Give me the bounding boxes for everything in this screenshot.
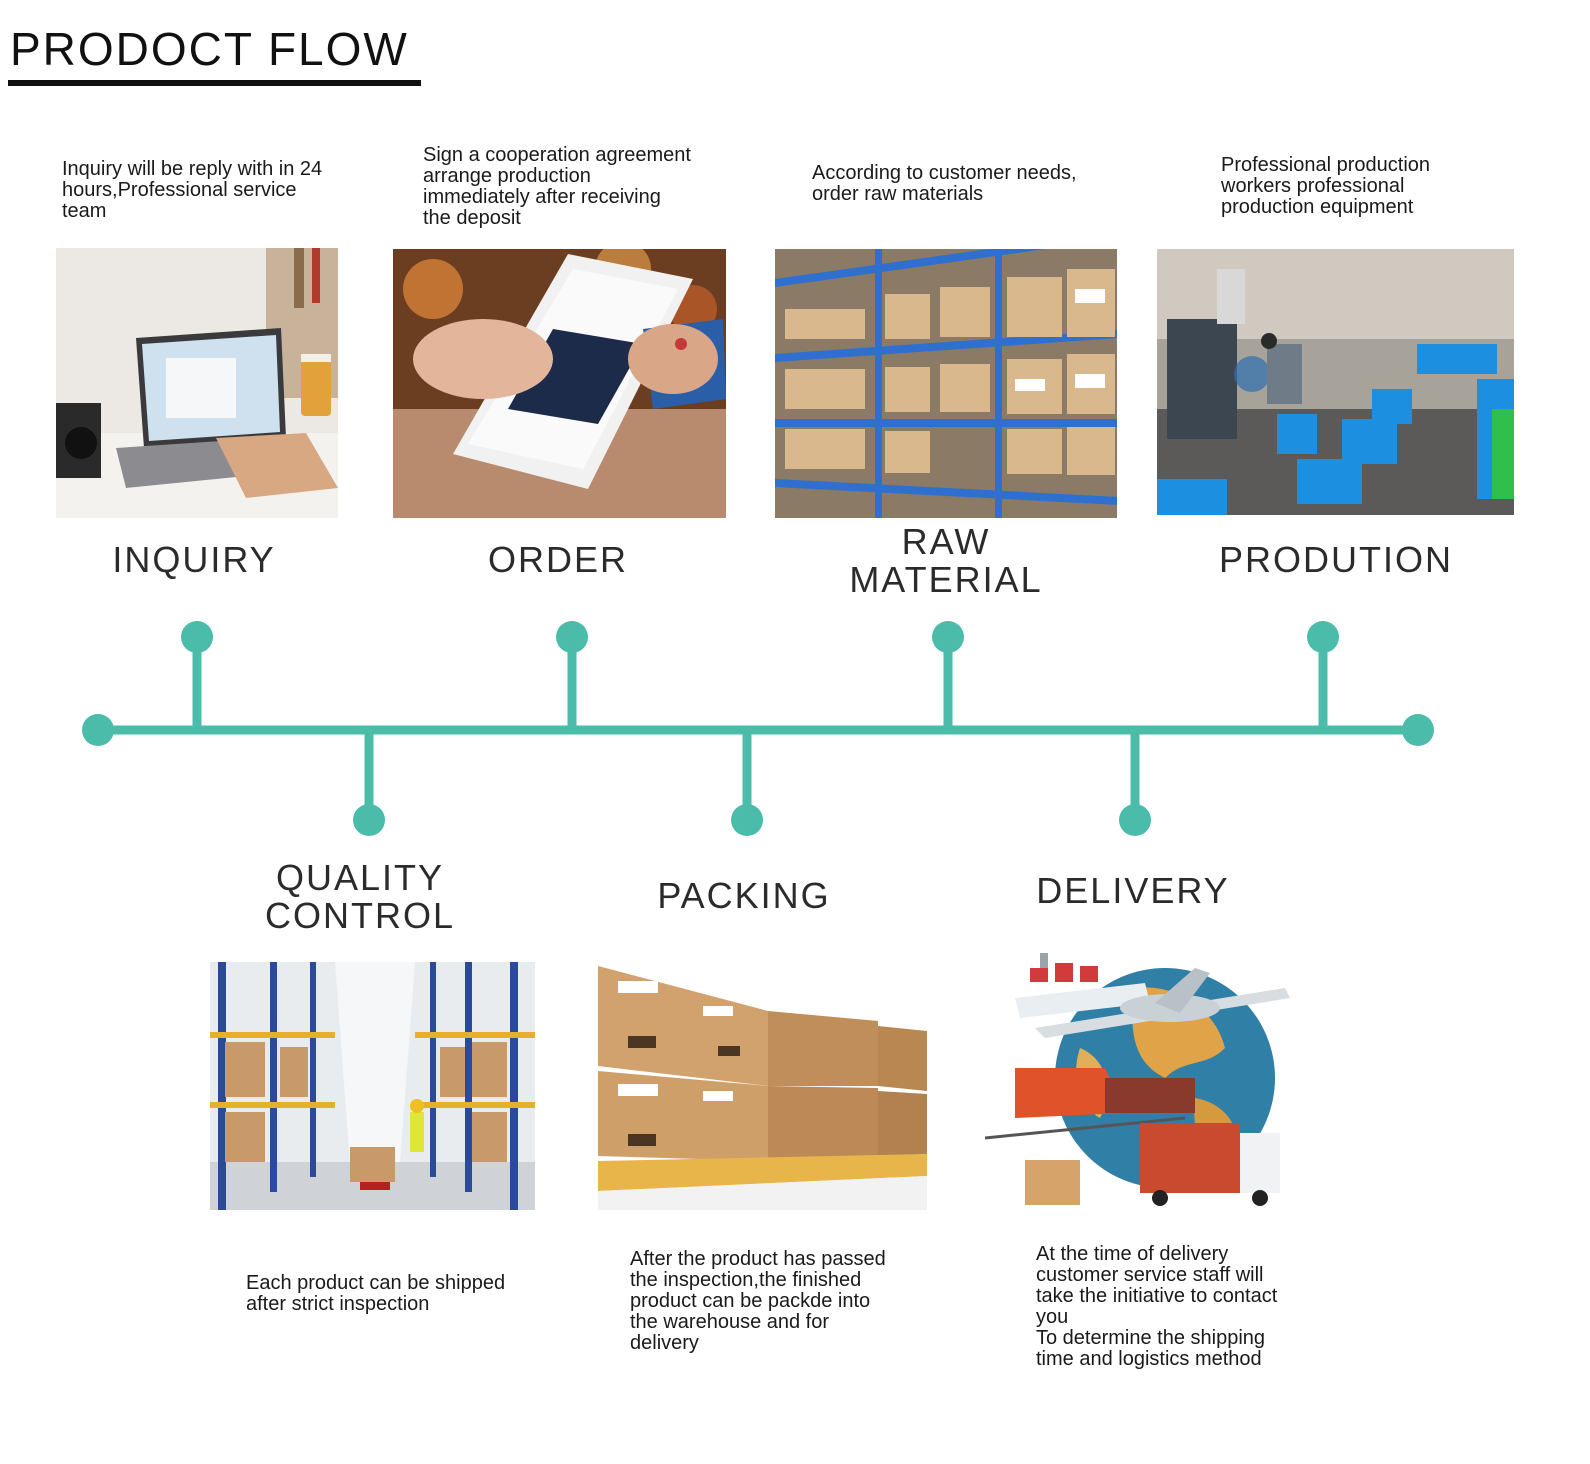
page-title: PRODOCT FLOW bbox=[10, 23, 409, 75]
smartphone-shopping-photo bbox=[393, 249, 726, 518]
node-prodution bbox=[1307, 621, 1339, 653]
prodution-description: Professional production workers professi… bbox=[1221, 154, 1431, 218]
raw-material-description: According to customer needs, order raw m… bbox=[812, 162, 1077, 205]
inquiry-description: Inquiry will be reply with in 24 hours,P… bbox=[62, 158, 323, 222]
node-quality-control bbox=[353, 804, 385, 836]
delivery-label: DELIVERY bbox=[1036, 870, 1230, 911]
packing-description: After the product has passed the inspect… bbox=[630, 1248, 886, 1354]
title-underline bbox=[8, 80, 421, 86]
node-inquiry bbox=[181, 621, 213, 653]
packing-label: PACKING bbox=[657, 875, 831, 916]
laptop-photo bbox=[56, 248, 338, 518]
inquiry-label: INQUIRY bbox=[112, 539, 276, 580]
node-raw-material bbox=[932, 621, 964, 653]
logistics-globe-illustration bbox=[985, 928, 1297, 1213]
warehouse-shelves-photo bbox=[775, 249, 1117, 518]
quality-control-label: QUALITY CONTROL bbox=[264, 857, 455, 936]
node-delivery bbox=[1119, 804, 1151, 836]
node-order bbox=[556, 621, 588, 653]
prodution-label: PRODUTION bbox=[1219, 539, 1453, 580]
cardboard-boxes-photo bbox=[598, 966, 927, 1210]
quality-control-description: Each product can be shipped after strict… bbox=[246, 1272, 506, 1315]
order-description: Sign a cooperation agreement arrange pro… bbox=[423, 144, 691, 229]
warehouse-aisle-photo bbox=[210, 962, 535, 1210]
factory-floor-photo bbox=[1157, 249, 1514, 515]
raw-material-label: RAW MATERIAL bbox=[849, 521, 1043, 600]
node-packing bbox=[731, 804, 763, 836]
timeline-start-node bbox=[82, 714, 114, 746]
delivery-description: At the time of delivery customer service… bbox=[1036, 1243, 1278, 1370]
timeline-end-node bbox=[1402, 714, 1434, 746]
order-label: ORDER bbox=[487, 539, 628, 580]
